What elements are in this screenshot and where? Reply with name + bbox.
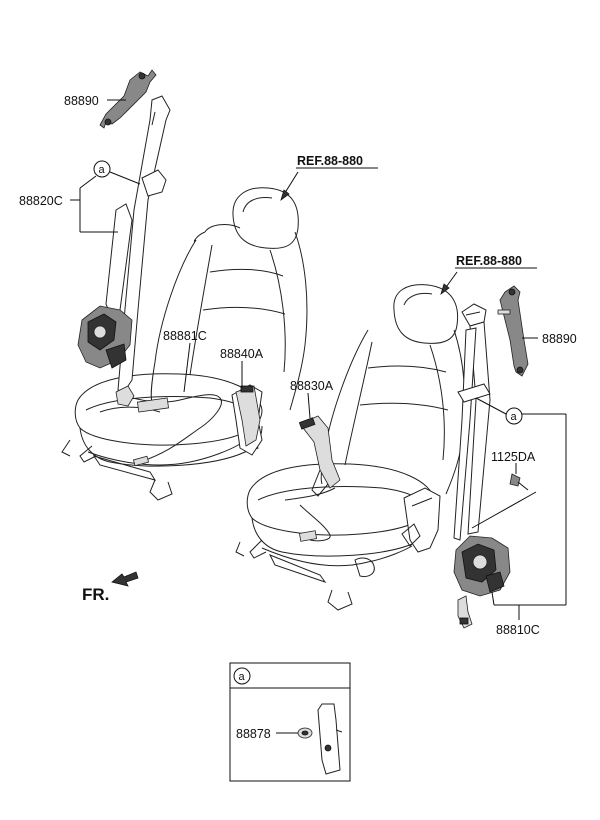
ref-88-880-left[interactable]: REF.88-880	[297, 154, 363, 168]
label-1125da[interactable]: 1125DA	[491, 450, 536, 464]
label-88881c[interactable]: 88881C	[163, 329, 207, 343]
label-88890-left[interactable]: 88890	[64, 94, 99, 108]
callout-circle-a-left: a	[99, 164, 106, 176]
detail-inset	[229, 662, 351, 782]
right-seat-belt	[453, 285, 529, 629]
front-label: FR.	[82, 585, 109, 604]
left-seat-belt	[77, 69, 171, 407]
label-88810c[interactable]: 88810C	[496, 623, 540, 637]
label-88890-right[interactable]: 88890	[542, 332, 577, 346]
part-labels: 88890 a 88820C REF.88-880 88881C 88840A …	[19, 94, 577, 741]
inset-header-circle-a: a	[239, 671, 246, 683]
front-direction-arrow	[111, 571, 139, 587]
label-88878[interactable]: 88878	[236, 727, 271, 741]
right-seat	[235, 284, 466, 611]
ref-88-880-right[interactable]: REF.88-880	[456, 254, 522, 268]
leader-lines	[70, 99, 567, 620]
label-88840a[interactable]: 88840A	[220, 347, 264, 361]
callout-circle-a-right: a	[511, 411, 518, 423]
label-88820c[interactable]: 88820C	[19, 194, 63, 208]
label-88830a[interactable]: 88830A	[290, 379, 334, 393]
left-seat	[61, 187, 308, 501]
